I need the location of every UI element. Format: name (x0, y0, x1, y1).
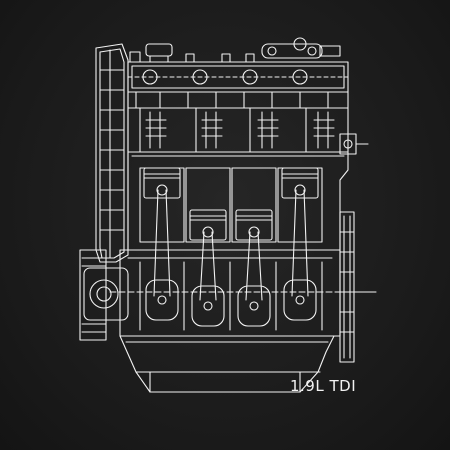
crankcase (109, 249, 361, 337)
pistons (143, 167, 319, 241)
crankshaft-pulley (79, 249, 129, 341)
timing-belt-cover (95, 43, 129, 263)
top-right-fitting (261, 37, 341, 59)
top-fittings (129, 51, 255, 63)
side-fitting (339, 133, 369, 155)
cylinder-head (127, 61, 349, 153)
engine-label: 1.9L TDI (290, 377, 357, 395)
oil-filler-cap (145, 43, 173, 63)
flywheel-housing (339, 211, 377, 363)
oil-pan (119, 335, 335, 393)
engine-block (127, 151, 349, 251)
connecting-rods (153, 189, 309, 301)
